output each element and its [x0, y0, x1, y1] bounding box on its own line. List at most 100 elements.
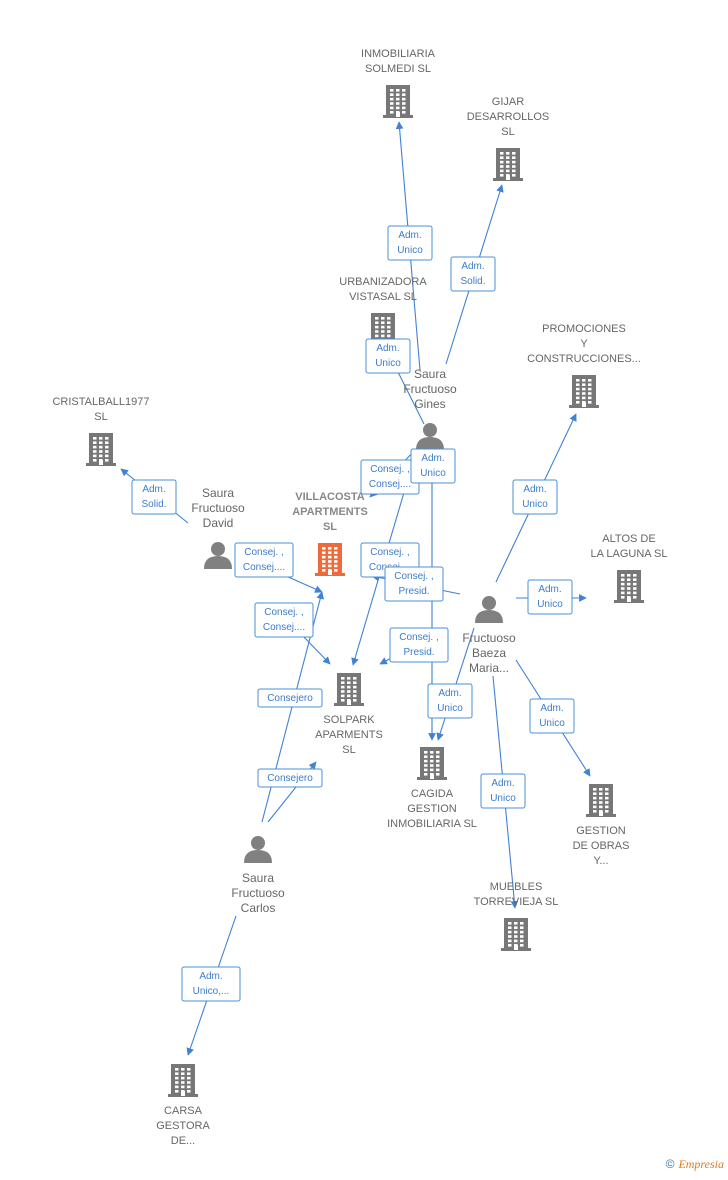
edge-label-line: Unico: [437, 703, 463, 714]
edge-label-fructuoso_baeza-to-promociones[interactable]: Adm. Unico: [512, 479, 558, 515]
edge-label-fructuoso_baeza-to-altos[interactable]: Adm. Unico: [527, 579, 573, 615]
edges-layer: [120, 121, 591, 1056]
edge-label-line: Adm.: [540, 703, 563, 714]
edge-label-line: Presid.: [398, 586, 429, 597]
building-icon: [86, 433, 116, 466]
node-cagida[interactable]: CAGIDA GESTION INMOBILIARIA SL: [387, 747, 477, 830]
edge-label-line: Solid.: [460, 276, 485, 287]
edge-label-line: Consej. ,: [264, 607, 303, 618]
footer-brand[interactable]: ©Empresia: [666, 1157, 724, 1172]
node-label-line: INMOBILIARIA: [361, 48, 436, 60]
node-label-line: Fructuoso: [462, 631, 516, 645]
node-label-line: INMOBILIARIA SL: [387, 818, 477, 830]
edge-label-line: Unico: [420, 468, 446, 479]
edge-label-line: Adm.: [199, 971, 222, 982]
node-label-line: Saura: [202, 486, 234, 500]
edge-label-line: Consej. ,: [394, 571, 433, 582]
node-label-line: APARTMENTS: [292, 506, 368, 518]
person-icon: [244, 836, 272, 863]
edge-label-fructuoso_baeza-to-muebles[interactable]: Adm.Unico: [480, 773, 526, 809]
node-gestion_obras[interactable]: GESTION DE OBRAS Y...: [573, 784, 630, 867]
node-label-line: Saura: [242, 871, 274, 885]
node-fructuoso_baeza[interactable]: FructuosoBaezaMaria...: [462, 596, 516, 675]
node-label-line: SL: [94, 411, 107, 423]
edge-label-carlos-to-solpark[interactable]: Consejero: [257, 768, 323, 788]
edge-label-david-to-cristalball[interactable]: Adm. Solid.: [131, 479, 177, 515]
node-label-line: Gines: [414, 397, 445, 411]
edge-label-line: Consej....: [369, 479, 411, 490]
building-icon: [501, 918, 531, 951]
node-label-line: LA LAGUNA SL: [590, 548, 667, 560]
node-label-line: TORREVIEJA SL: [474, 896, 559, 908]
node-label-line: PROMOCIONES: [542, 323, 626, 335]
edge-label-line: Unico: [537, 599, 563, 610]
edge-label-line: Adm.: [491, 778, 514, 789]
node-label-line: SL: [323, 521, 337, 533]
node-label-line: DE OBRAS: [573, 840, 630, 852]
node-label-line: ALTOS DE: [602, 533, 655, 545]
edge-label-line: Adm.: [142, 484, 165, 495]
edge-label-line: Unico: [375, 358, 401, 369]
nodes-layer: INMOBILIARIA SOLMEDI SL GIJARDESARROLLOSSL…: [52, 48, 667, 1147]
node-label-line: VISTASAL SL: [349, 291, 417, 303]
node-inmobiliaria_solmedi[interactable]: INMOBILIARIA SOLMEDI SL: [361, 48, 436, 118]
node-promociones[interactable]: PROMOCIONESYCONSTRUCCIONES...: [527, 323, 641, 408]
node-carsa[interactable]: CARSAGESTORADE...: [156, 1064, 210, 1147]
edge-label-david-to-villacosta[interactable]: Consej. ,Consej....: [234, 542, 294, 578]
node-label-line: CRISTALBALL1977: [52, 396, 149, 408]
edge-label-fructuoso_baeza-to-gestion_obras[interactable]: Adm. Unico: [529, 698, 575, 734]
edge-label-line: Adm.: [523, 484, 546, 495]
edge-label-gines-to-inmobiliaria_solmedi[interactable]: Adm. Unico: [387, 225, 433, 261]
edge-label-line: Unico: [397, 245, 423, 256]
edge-label-david-to-solpark[interactable]: Consej. , Consej....: [254, 602, 314, 638]
node-label-line: SOLPARK: [323, 714, 375, 726]
edge-label-line: Adm.: [538, 584, 561, 595]
edge-label-line: Consejero: [267, 773, 313, 784]
node-label-line: CARSA: [164, 1105, 203, 1117]
node-label-line: CAGIDA: [411, 788, 454, 800]
node-label-line: APARMENTS: [315, 729, 383, 741]
node-label-line: GESTION: [576, 825, 626, 837]
node-villacosta[interactable]: VILLACOSTA APARTMENTS SL: [292, 491, 368, 576]
node-altos[interactable]: ALTOS DE LA LAGUNA SL: [590, 533, 668, 603]
node-label-line: DE...: [171, 1135, 195, 1147]
edge-label-fructuoso_baeza-to-cagida[interactable]: Adm.Unico: [427, 683, 473, 719]
edge-label-carlos-to-villacosta[interactable]: Consejero: [257, 688, 323, 708]
edge-label-line: Adm.: [398, 230, 421, 241]
edge-label-line: Unico: [522, 499, 548, 510]
building-icon: [168, 1064, 198, 1097]
edge-label-fructuoso_baeza-to-villacosta[interactable]: Consej. , Presid.: [384, 566, 444, 602]
node-urbanizadora[interactable]: URBANIZADORA VISTASAL SL: [339, 276, 427, 346]
node-label-line: Y...: [593, 855, 608, 867]
node-label-line: VILLACOSTA: [295, 491, 365, 503]
edge-label-line: Consej. ,: [370, 547, 409, 558]
edge-label-line: Solid.: [141, 499, 166, 510]
edge-label-gines-to-urbanizadora[interactable]: Adm.Unico: [365, 338, 411, 374]
edge-label-gines-to-cagida[interactable]: Adm.Unico: [410, 448, 456, 484]
edge-label-fructuoso_baeza-to-solpark[interactable]: Consej. ,Presid.: [389, 627, 449, 663]
edge-label-carlos-to-carsa[interactable]: Adm.Unico,...: [181, 966, 241, 1002]
node-label-line: GESTION: [407, 803, 457, 815]
building-icon: [569, 375, 599, 408]
brand-logo: Empresia: [678, 1157, 724, 1171]
edge-label-line: Adm.: [461, 261, 484, 272]
node-label-line: SOLMEDI SL: [365, 63, 431, 75]
edge-label-line: Consej....: [263, 622, 305, 633]
node-label-line: URBANIZADORA: [339, 276, 427, 288]
edge-label-line: Unico: [539, 718, 565, 729]
edge-label-gines-to-villacosta[interactable]: Consej. ,Consej....: [360, 459, 420, 495]
node-label-line: Maria...: [469, 661, 509, 675]
node-label-line: Saura: [414, 367, 446, 381]
edge-label-line: Consej....: [243, 562, 285, 573]
node-label-line: Baeza: [472, 646, 506, 660]
edge-label-gines-to-gijar[interactable]: Adm. Solid.: [450, 256, 496, 292]
